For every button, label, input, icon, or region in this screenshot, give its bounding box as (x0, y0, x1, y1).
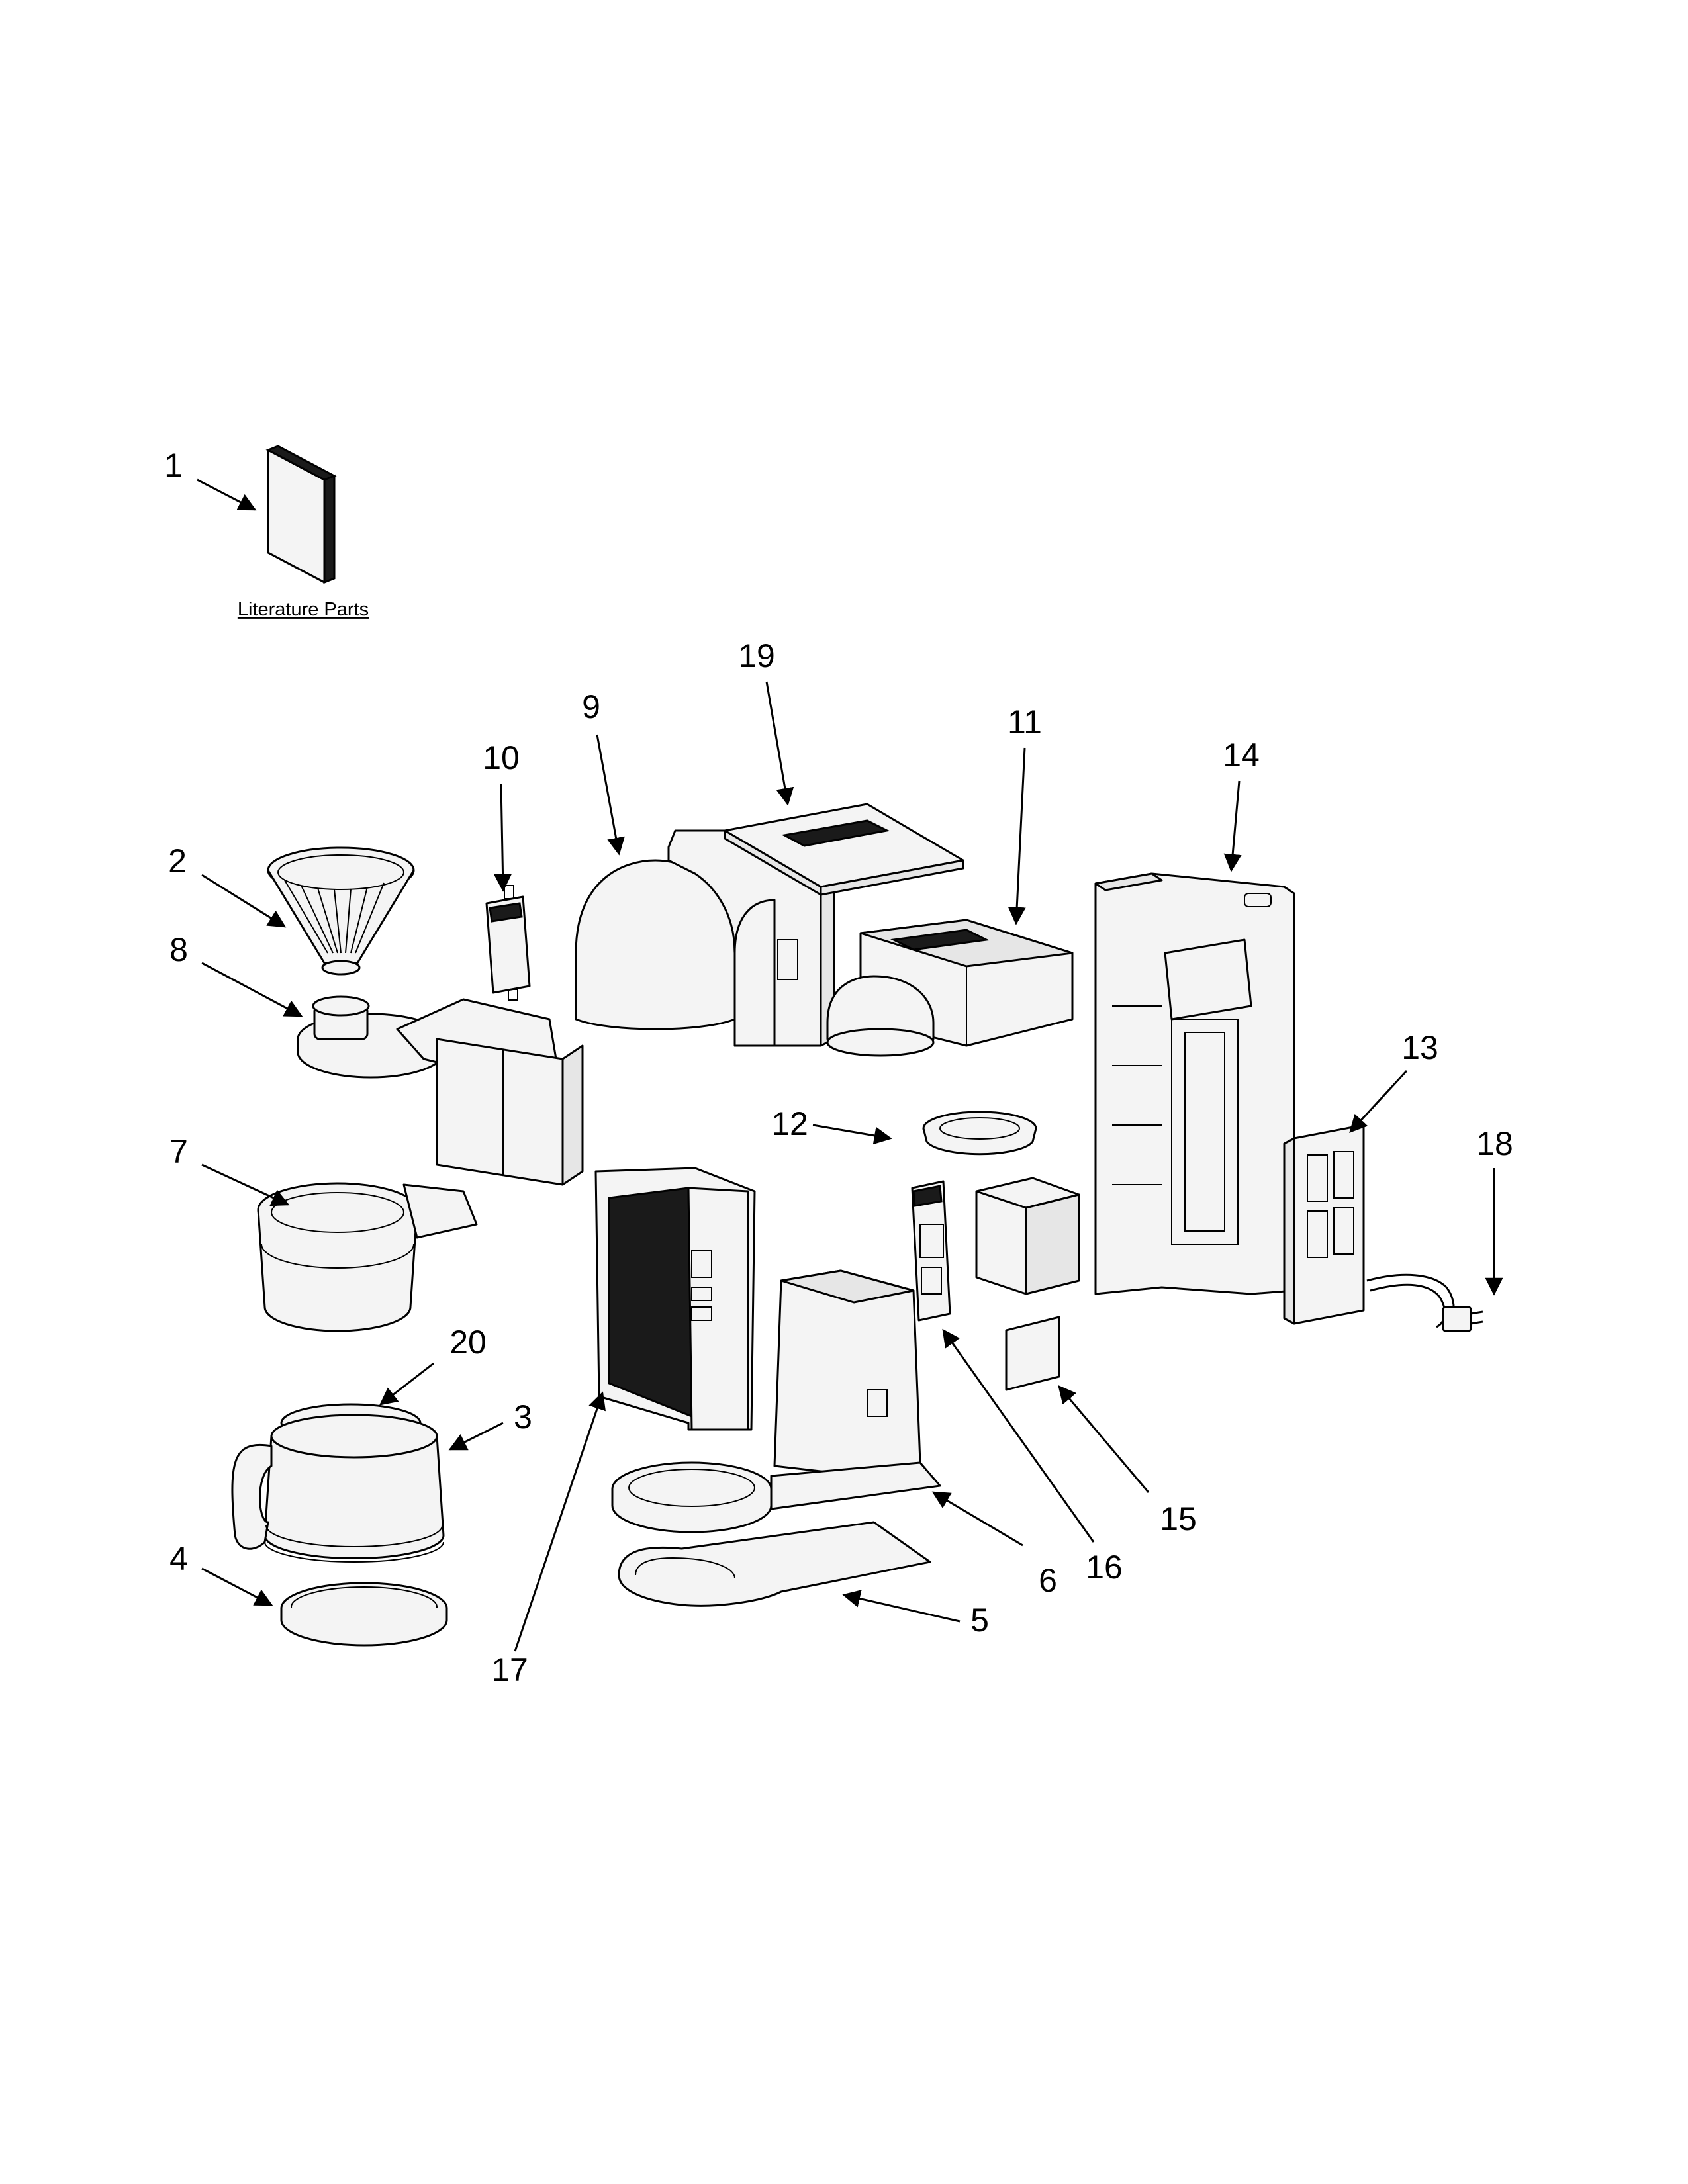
callout-2: 2 (168, 842, 187, 880)
callout-7: 7 (169, 1133, 188, 1170)
callout-1: 1 (164, 447, 183, 484)
part-10-control-module (485, 885, 531, 1001)
callout-18: 18 (1476, 1125, 1513, 1162)
callout-20: 20 (449, 1324, 487, 1361)
part-19-reservoir-lid (724, 803, 964, 896)
part-17-front-panel (594, 1167, 756, 1431)
part-11-heater-housing (826, 919, 1074, 1057)
part-18-power-cord (1366, 1273, 1483, 1332)
callout-19: 19 (738, 637, 775, 674)
part-7-brew-basket-holder (257, 1182, 478, 1332)
callout-13: 13 (1401, 1029, 1438, 1066)
callout-14: 14 (1223, 737, 1260, 774)
callout-11: 11 (1008, 704, 1042, 741)
part-14-rear-housing (1094, 872, 1295, 1295)
part-12-heating-plate (922, 1111, 1037, 1156)
callout-labels: 1 2 3 4 5 6 7 8 9 10 11 12 13 14 15 16 1… (164, 447, 1513, 1688)
part-9-reservoir-housing (575, 823, 835, 1047)
callout-4: 4 (169, 1540, 188, 1577)
callout-3: 3 (514, 1398, 532, 1435)
callout-8: 8 (169, 931, 188, 968)
part-2-filter-basket (267, 846, 415, 976)
part-16-control-board (911, 1180, 951, 1322)
callout-9: 9 (582, 688, 600, 725)
callout-5: 5 (970, 1602, 989, 1639)
part-13-back-plate (1283, 1124, 1365, 1325)
part-15-transformer-box (975, 1177, 1080, 1391)
callout-12: 12 (771, 1105, 808, 1142)
part-5-base-plate (618, 1521, 931, 1607)
literature-parts-caption: Literature Parts (238, 599, 369, 620)
part-4-warming-plate-ring (280, 1582, 448, 1647)
callout-17: 17 (491, 1651, 528, 1688)
part-8-shower-head-assembly (297, 995, 584, 1186)
part-3-carafe (231, 1414, 445, 1563)
callout-6: 6 (1039, 1562, 1057, 1599)
part-6-base-housing (611, 1269, 941, 1533)
callout-15: 15 (1160, 1500, 1197, 1537)
part-1-literature-booklet (265, 445, 337, 584)
leader-lines (197, 478, 1503, 1652)
callout-16: 16 (1086, 1549, 1123, 1586)
callout-10: 10 (483, 739, 520, 776)
